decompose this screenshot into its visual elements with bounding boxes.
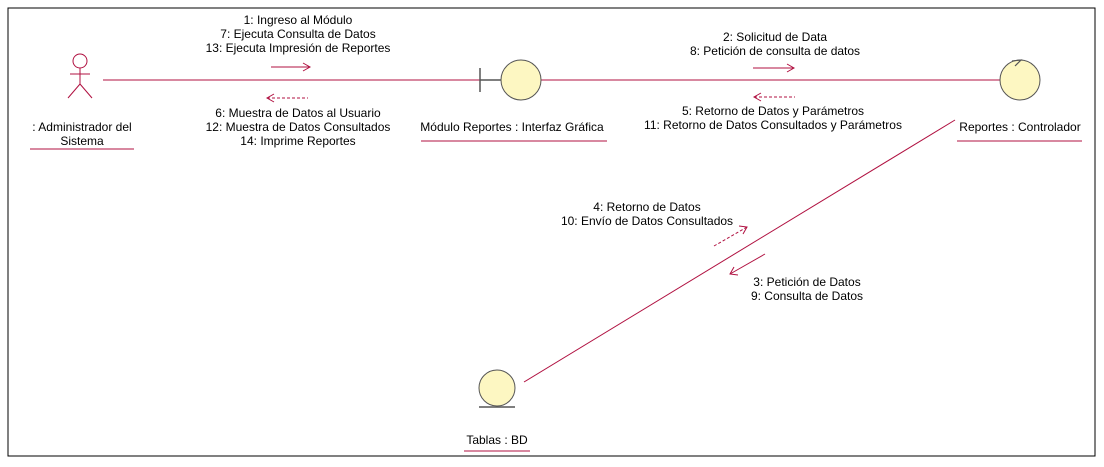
msg-ui-controller-2: 8: Petición de consulta de datos [690, 44, 860, 58]
arrow-right-icon [271, 62, 312, 72]
link-controller-db[interactable] [523, 119, 956, 383]
controller-name: Reportes : Controlador [959, 120, 1080, 134]
ui-name: Módulo Reportes : Interfaz Gráfica [420, 120, 604, 134]
admin-name: : Administrador del [32, 120, 131, 134]
msg-controller-db-1: 3: Petición de Datos [753, 275, 860, 289]
admin-name-line2: Sistema [60, 134, 104, 148]
control-icon[interactable] [999, 59, 1041, 101]
msg-db-controller-1: 4: Retorno de Datos [593, 200, 700, 214]
msg-ui-admin-1: 6: Muestra de Datos al Usuario [215, 106, 381, 120]
entity-icon[interactable] [478, 369, 516, 408]
arrow-down-left-icon [729, 253, 766, 276]
msg-controller-db-2: 9: Consulta de Datos [751, 289, 863, 303]
boundary-icon[interactable] [479, 59, 542, 101]
msg-admin-ui-2: 7: Ejecuta Consulta de Datos [220, 27, 375, 41]
actor-icon[interactable] [67, 53, 93, 99]
msg-db-controller-2: 10: Envío de Datos Consultados [561, 214, 733, 228]
msg-controller-ui-1: 5: Retorno de Datos y Parámetros [682, 104, 864, 118]
msg-admin-ui-1: 1: Ingreso al Módulo [244, 13, 353, 27]
arrow-left-dashed-icon [265, 93, 308, 103]
arrow-left-dashed-icon [752, 92, 795, 102]
msg-controller-ui-2: 11: Retorno de Datos Consultados y Parám… [644, 118, 902, 132]
msg-ui-admin-3: 14: Imprime Reportes [240, 134, 355, 148]
msg-admin-ui-3: 13: Ejecuta Impresión de Reportes [206, 41, 391, 55]
diagram-frame [7, 7, 1096, 457]
db-name: Tablas : BD [466, 433, 528, 447]
msg-ui-admin-2: 12: Muestra de Datos Consultados [206, 120, 391, 134]
msg-ui-controller-1: 2: Solicitud de Data [723, 30, 827, 44]
arrow-up-right-dashed-icon [713, 225, 748, 247]
arrow-right-icon [753, 63, 796, 73]
